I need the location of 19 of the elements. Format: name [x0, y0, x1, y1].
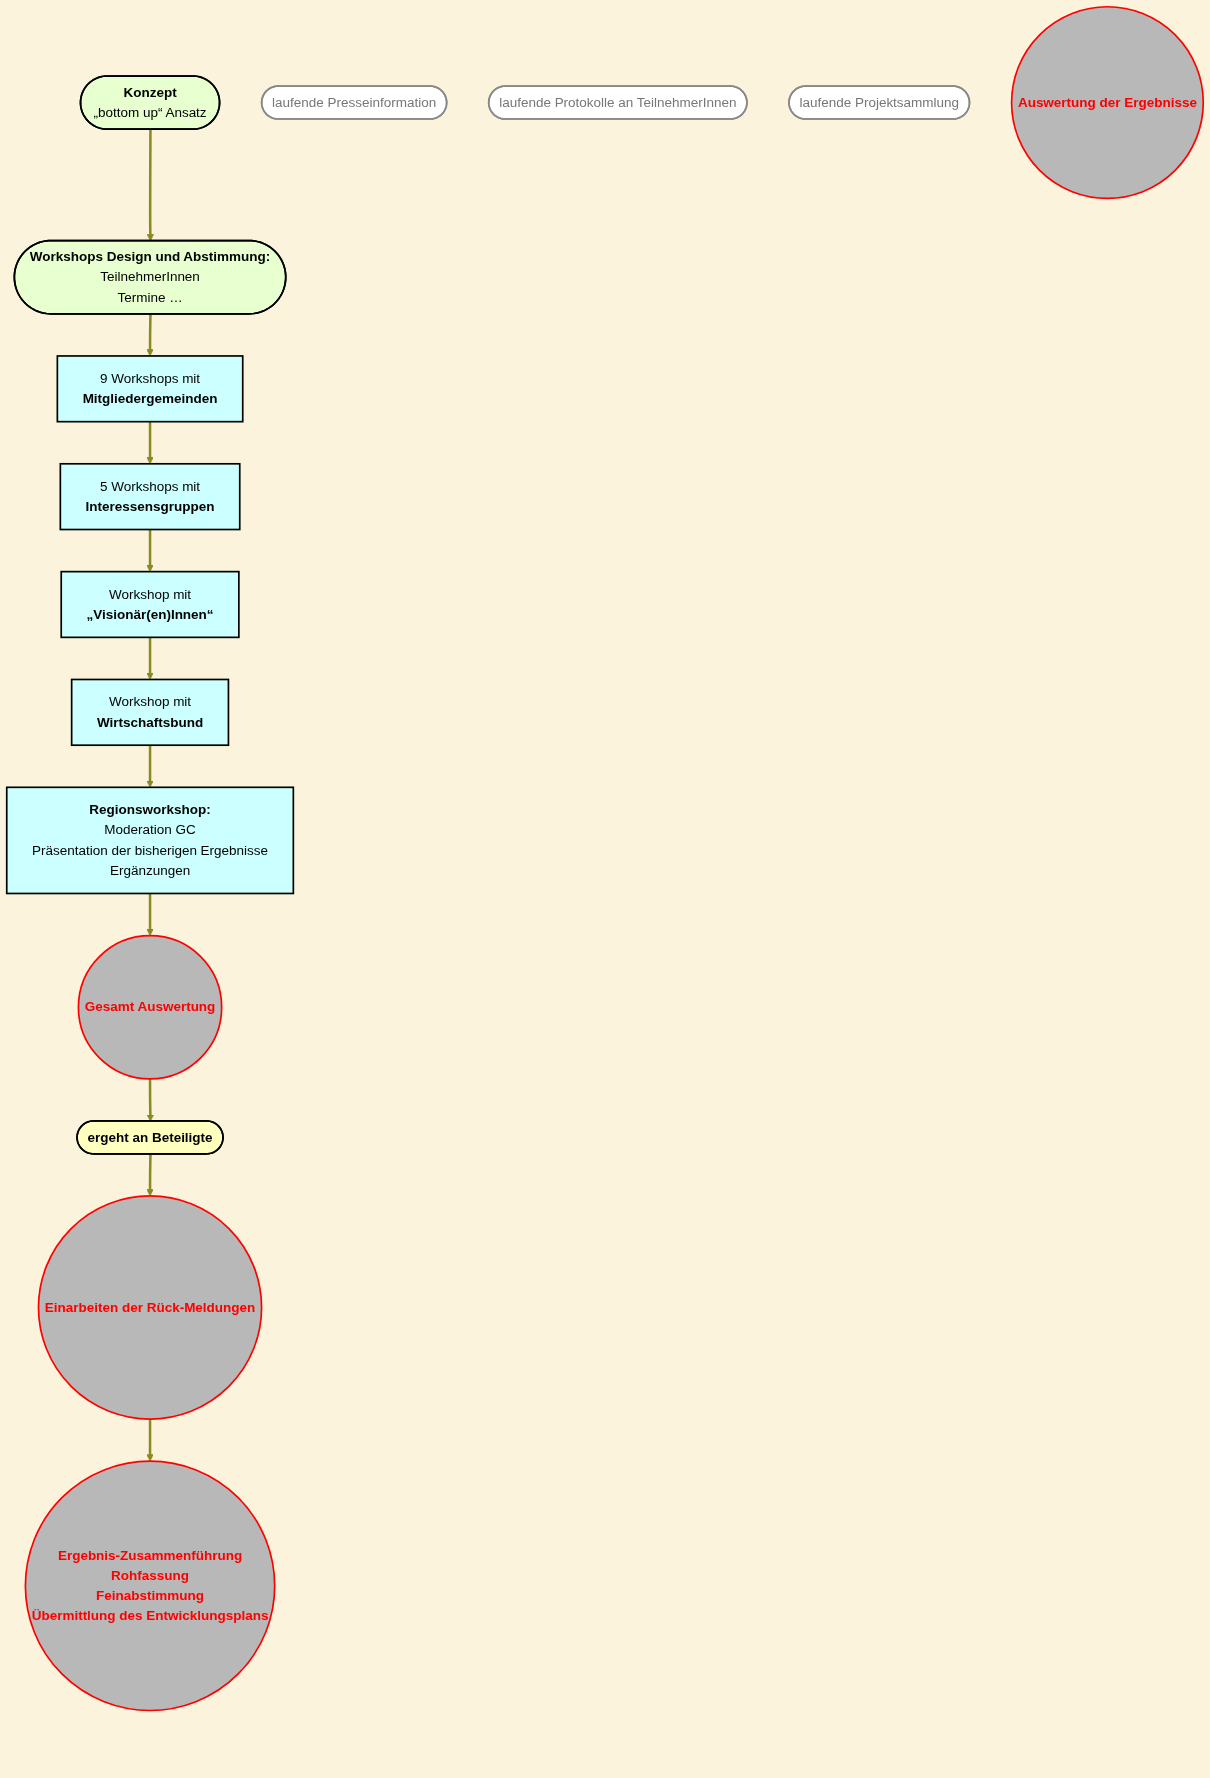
arrow [146, 637, 154, 680]
arrow [146, 314, 154, 357]
arrow [146, 1419, 154, 1462]
node-box: 5 Workshops mit Interessensgruppen [59, 462, 241, 531]
arrow [146, 529, 154, 572]
node-box: 9 Workshops mit Mitgliedergemeinden [56, 355, 244, 423]
arrow [146, 893, 154, 936]
arrow [146, 1078, 155, 1122]
node-box: Regionsworkshop: Moderation GC Präsentation der bisherigen Ergebnisse Ergänzungen [5, 786, 295, 895]
node-circle: Einarbeiten der Rück-Meldungen [37, 1195, 263, 1420]
arrow [146, 1154, 154, 1197]
node-box: Workshop mit „Visionär(en)Innen“ [60, 570, 240, 639]
arrow [146, 129, 155, 242]
node-circle: Auswertung der Ergebnisse [1010, 5, 1205, 200]
node-circle: Gesamt Auswertung [77, 934, 223, 1080]
arrow [146, 745, 154, 788]
arrow [146, 421, 154, 465]
node-box: Workshop mit Wirtschaftsbund [70, 678, 230, 747]
node-circle: Ergebnis-Zusammenführung Rohfassung Feinabstimmung Übermittlung des Entwicklungsplans [24, 1460, 276, 1712]
